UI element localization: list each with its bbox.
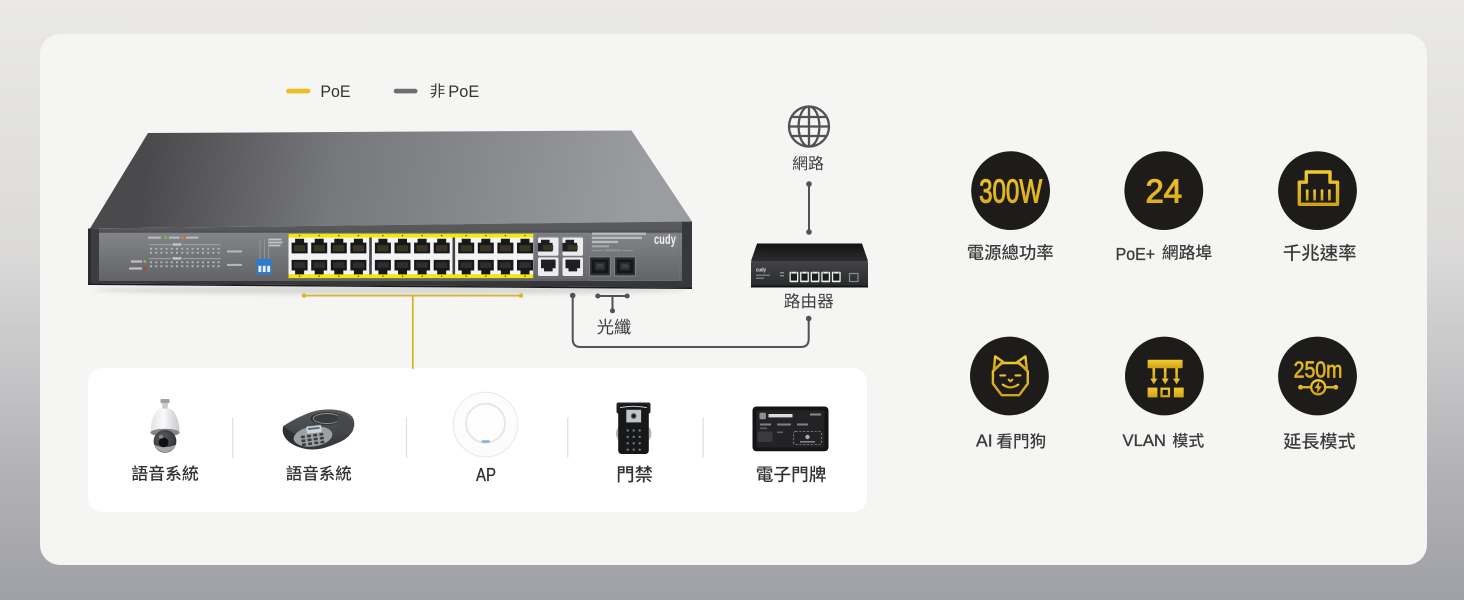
svg-text:cudy: cudy xyxy=(654,232,676,247)
svg-text:250m: 250m xyxy=(1294,357,1343,383)
svg-text:cudy: cudy xyxy=(756,268,767,274)
svg-text:AI: AI xyxy=(976,430,993,450)
svg-text:AP: AP xyxy=(476,464,496,485)
svg-text:VLAN: VLAN xyxy=(1123,431,1166,450)
svg-text:PoE: PoE xyxy=(320,82,350,101)
svg-text:300W: 300W xyxy=(979,174,1042,211)
svg-text:PoE+: PoE+ xyxy=(1116,244,1155,264)
svg-text:PoE: PoE xyxy=(448,82,479,101)
svg-text:24: 24 xyxy=(1146,174,1183,211)
